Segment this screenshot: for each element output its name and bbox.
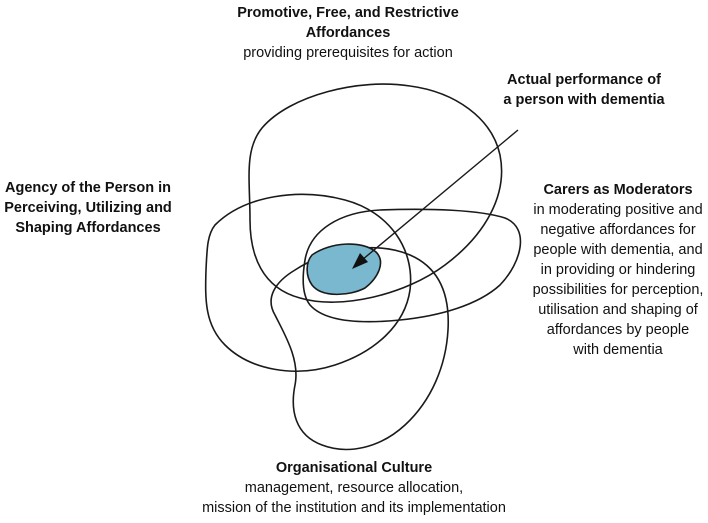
label-agency: Agency of the Person in Perceiving, Util…	[2, 178, 174, 238]
label-culture: Organisational Culture management, resou…	[150, 458, 558, 518]
carers-desc-line-8: with dementia	[573, 342, 663, 358]
label-actual-performance: Actual performance of a person with deme…	[474, 70, 694, 110]
agency-title-line-3: Shaping Affordances	[15, 220, 161, 236]
carers-desc-line-3: people with dementia, and	[533, 242, 703, 258]
culture-title-line-1: Organisational Culture	[275, 460, 433, 476]
blob-affordances	[248, 83, 503, 303]
affordances-desc-line-1: providing prerequisites for action	[243, 45, 453, 61]
carers-desc-line-1: in moderating positive and	[533, 202, 703, 218]
agency-title-line-2: Perceiving, Utilizing and	[4, 200, 172, 216]
overlap-region	[306, 243, 382, 296]
agency-title-line-1: Agency of the Person in	[5, 180, 171, 196]
label-affordances: Promotive, Free, and Restrictive Afforda…	[200, 3, 496, 63]
actual-title-line-2: a person with dementia	[503, 92, 665, 108]
blob-carers	[302, 208, 522, 323]
affordances-title-line-2: Affordances	[305, 25, 391, 41]
blob-agency	[204, 193, 412, 372]
pointer-arrowhead	[352, 253, 368, 269]
affordances-title-line-1: Promotive, Free, and Restrictive	[237, 5, 459, 21]
carers-desc-line-7: affordances by people	[546, 322, 690, 338]
culture-desc-line-2: mission of the institution and its imple…	[202, 500, 506, 516]
actual-title-line-1: Actual performance of	[507, 72, 661, 88]
pointer-arrow-line	[361, 129, 519, 261]
blob-culture	[270, 246, 450, 451]
carers-desc-line-5: possibilities for perception,	[532, 282, 704, 298]
culture-desc-line-1: management, resource allocation,	[244, 480, 464, 496]
carers-title-line-1: Carers as Moderators	[543, 182, 693, 198]
carers-desc-line-2: negative affordances for	[540, 222, 696, 238]
carers-desc-line-6: utilisation and shaping of	[538, 302, 698, 318]
label-carers: Carers as Moderators in moderating posit…	[528, 180, 708, 360]
carers-desc-line-4: in providing or hindering	[540, 262, 696, 278]
